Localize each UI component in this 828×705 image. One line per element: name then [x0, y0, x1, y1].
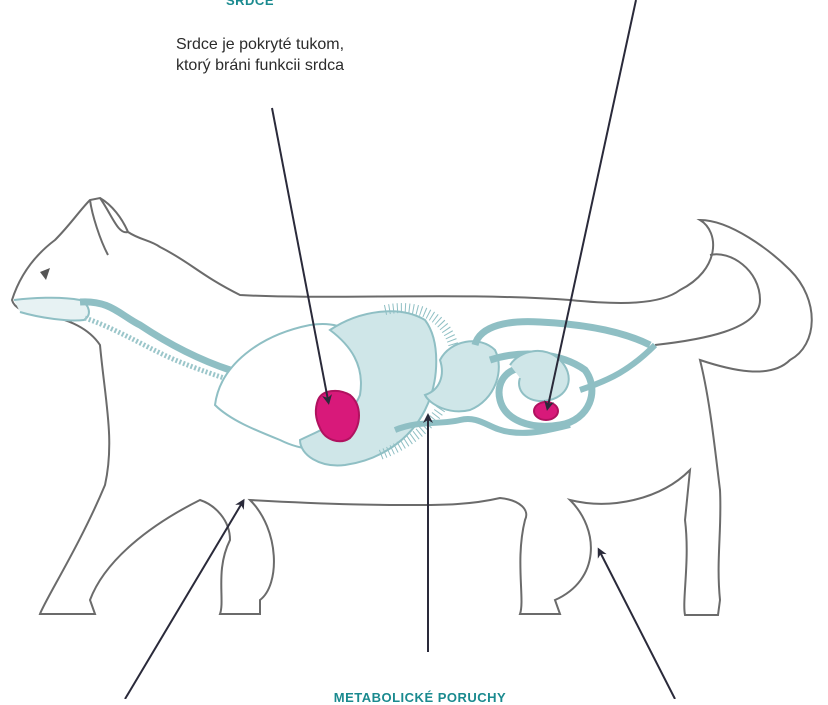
- kidney-fat: [534, 402, 558, 420]
- hind-leg-arrow: [600, 552, 675, 699]
- cat-mouth: [14, 298, 89, 321]
- heart-fat: [316, 391, 359, 441]
